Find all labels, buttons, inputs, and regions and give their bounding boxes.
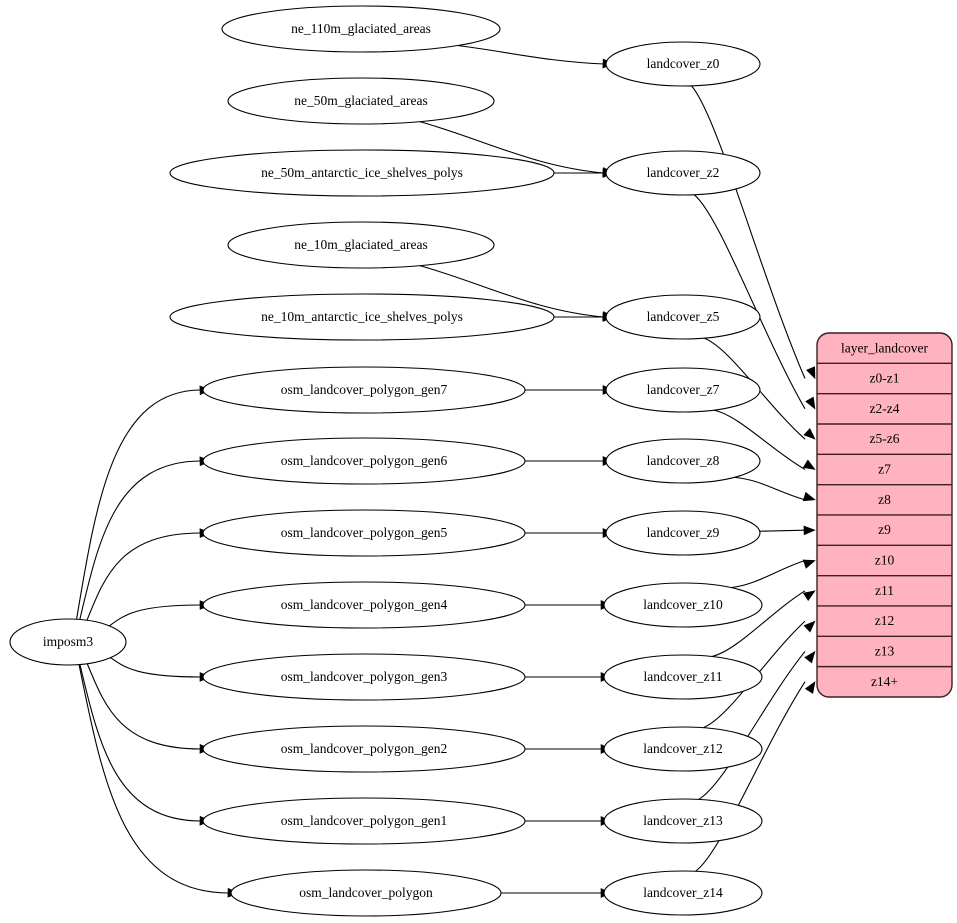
table-row-z10: z10 xyxy=(875,553,895,568)
osm-table-node-osm_landcover_polygon_gen5[interactable]: osm_landcover_polygon_gen5 xyxy=(202,509,526,557)
edge-ne_10m_antarctic_ice_shelves_polys-to-landcover_z5 xyxy=(554,312,615,322)
node-label: imposm3 xyxy=(43,634,94,649)
landcover-view-node-landcover_z9[interactable]: landcover_z9 xyxy=(605,510,761,556)
node-label: ne_10m_glaciated_areas xyxy=(294,237,427,252)
edge-osm_landcover_polygon_gen4-to-landcover_z10 xyxy=(525,600,613,610)
edge-imposm3-to-osm_landcover_polygon_gen1 xyxy=(79,664,212,826)
edge-landcover_z7-to-layer_landcover:z7 xyxy=(713,409,816,470)
node-label: landcover_z7 xyxy=(647,382,720,397)
edge-landcover_z2-to-layer_landcover:z2-z4 xyxy=(693,194,816,410)
node-label: osm_landcover_polygon_gen2 xyxy=(281,741,447,756)
natural-earth-node-ne_10m_antarctic_ice_shelves_polys[interactable]: ne_10m_antarctic_ice_shelves_polys xyxy=(169,293,555,341)
landcover-view-node-landcover_z14[interactable]: landcover_z14 xyxy=(603,870,763,916)
edge-osm_landcover_polygon-to-landcover_z14 xyxy=(501,888,613,898)
source-node-imposm3[interactable]: imposm3 xyxy=(9,618,127,666)
layer-landcover-record[interactable]: layer_landcover z0-z1 z2-z4 z5-z6 z7 z8 z9 z10 z… xyxy=(816,332,953,698)
node-label: landcover_z10 xyxy=(643,597,723,612)
osm-table-node-osm_landcover_polygon_gen7[interactable]: osm_landcover_polygon_gen7 xyxy=(202,366,526,414)
node-label: osm_landcover_polygon_gen1 xyxy=(281,813,447,828)
landcover-view-node-landcover_z7[interactable]: landcover_z7 xyxy=(605,367,761,413)
table-row-z7: z7 xyxy=(878,462,891,477)
edge-landcover_z8-to-layer_landcover:z8 xyxy=(734,476,816,502)
landcover-view-node-landcover_z10[interactable]: landcover_z10 xyxy=(603,582,763,628)
edge-imposm3-to-osm_landcover_polygon_gen5 xyxy=(86,528,212,621)
node-label: ne_50m_glaciated_areas xyxy=(294,93,427,108)
landcover-view-node-landcover_z8[interactable]: landcover_z8 xyxy=(605,438,761,484)
table-title: layer_landcover xyxy=(841,340,928,355)
edge-osm_landcover_polygon_gen3-to-landcover_z11 xyxy=(525,672,613,682)
osm-table-node-osm_landcover_polygon_gen3[interactable]: osm_landcover_polygon_gen3 xyxy=(202,653,526,701)
table-row-z8: z8 xyxy=(878,492,891,507)
edge-landcover_z0-to-layer_landcover:z0-z1 xyxy=(691,85,816,380)
edge-imposm3-to-osm_landcover_polygon_gen6 xyxy=(79,456,212,620)
edge-osm_landcover_polygon_gen7-to-landcover_z7 xyxy=(525,385,615,395)
edge-landcover_z11-to-layer_landcover:z11 xyxy=(711,590,816,658)
osm-table-node-osm_landcover_polygon_gen1[interactable]: osm_landcover_polygon_gen1 xyxy=(202,797,526,845)
edge-osm_landcover_polygon_gen5-to-landcover_z9 xyxy=(525,528,615,538)
table-row-z13: z13 xyxy=(875,644,895,659)
edge-layer xyxy=(76,44,816,898)
node-label: osm_landcover_polygon_gen6 xyxy=(281,453,448,468)
edge-osm_landcover_polygon_gen6-to-landcover_z8 xyxy=(525,456,615,466)
table-row-z9: z9 xyxy=(878,522,891,537)
edge-ne_50m_antarctic_ice_shelves_polys-to-landcover_z2 xyxy=(554,168,615,178)
natural-earth-node-ne_110m_glaciated_areas[interactable]: ne_110m_glaciated_areas xyxy=(221,5,501,53)
edge-osm_landcover_polygon_gen1-to-landcover_z13 xyxy=(525,816,613,826)
node-label: osm_landcover_polygon xyxy=(299,885,433,900)
node-label: osm_landcover_polygon_gen3 xyxy=(281,669,448,684)
landcover-view-node-landcover_z12[interactable]: landcover_z12 xyxy=(603,726,763,772)
landcover-view-node-landcover_z5[interactable]: landcover_z5 xyxy=(605,294,761,340)
osm-table-node-osm_landcover_polygon[interactable]: osm_landcover_polygon xyxy=(230,869,502,917)
node-label: landcover_z2 xyxy=(647,165,720,180)
table-row-z11: z11 xyxy=(875,583,894,598)
edge-landcover_z10-to-layer_landcover:z10 xyxy=(730,559,816,589)
node-label: ne_50m_antarctic_ice_shelves_polys xyxy=(261,165,463,180)
edge-ne_110m_glaciated_areas-to-landcover_z0 xyxy=(457,44,615,69)
node-label: landcover_z13 xyxy=(643,813,723,828)
node-label: osm_landcover_polygon_gen4 xyxy=(281,597,448,612)
table-row-z2-z4: z2-z4 xyxy=(870,401,900,416)
landcover-view-node-landcover_z11[interactable]: landcover_z11 xyxy=(603,654,763,700)
osm-table-node-osm_landcover_polygon_gen6[interactable]: osm_landcover_polygon_gen6 xyxy=(202,437,526,485)
edge-landcover_z9-to-layer_landcover:z9 xyxy=(759,525,816,536)
node-label: osm_landcover_polygon_gen7 xyxy=(281,382,448,397)
table-row-z14+: z14+ xyxy=(871,674,898,689)
table-row-z5-z6: z5-z6 xyxy=(870,431,900,446)
node-label: landcover_z5 xyxy=(647,309,720,324)
node-label: landcover_z9 xyxy=(647,525,720,540)
node-label: ne_10m_antarctic_ice_shelves_polys xyxy=(261,309,463,324)
node-label: landcover_z14 xyxy=(643,885,723,900)
landcover-view-node-landcover_z13[interactable]: landcover_z13 xyxy=(603,798,763,844)
natural-earth-node-ne_50m_glaciated_areas[interactable]: ne_50m_glaciated_areas xyxy=(227,77,495,125)
node-label: ne_110m_glaciated_areas xyxy=(291,21,431,36)
node-label: landcover_z8 xyxy=(647,453,720,468)
edge-imposm3-to-osm_landcover_polygon_gen4 xyxy=(109,600,212,627)
landcover-view-node-landcover_z2[interactable]: landcover_z2 xyxy=(605,150,761,196)
layer-landcover-table: layer_landcover z0-z1 z2-z4 z5-z6 z7 z8 z9 z10 z… xyxy=(816,332,953,698)
table-row-z12: z12 xyxy=(875,613,895,628)
node-label: landcover_z12 xyxy=(643,741,722,756)
edge-landcover_z14-to-layer_landcover:z14+ xyxy=(695,681,816,872)
node-label: osm_landcover_polygon_gen5 xyxy=(281,525,448,540)
osm-table-node-osm_landcover_polygon_gen4[interactable]: osm_landcover_polygon_gen4 xyxy=(202,581,526,629)
edge-osm_landcover_polygon_gen2-to-landcover_z12 xyxy=(525,744,613,754)
natural-earth-node-ne_50m_antarctic_ice_shelves_polys[interactable]: ne_50m_antarctic_ice_shelves_polys xyxy=(169,149,555,197)
landcover-view-node-landcover_z0[interactable]: landcover_z0 xyxy=(605,41,761,87)
table-row-z0-z1: z0-z1 xyxy=(870,371,900,386)
node-label: landcover_z11 xyxy=(644,669,723,684)
osm-table-node-osm_landcover_polygon_gen2[interactable]: osm_landcover_polygon_gen2 xyxy=(202,725,526,773)
natural-earth-node-ne_10m_glaciated_areas[interactable]: ne_10m_glaciated_areas xyxy=(227,221,495,269)
edge-imposm3-to-osm_landcover_polygon_gen7 xyxy=(76,385,212,620)
node-label: landcover_z0 xyxy=(647,56,720,71)
node-layer: imposm3 ne_110m_glaciated_areas ne_50m_gla… xyxy=(9,5,763,917)
edge-imposm3-to-osm_landcover_polygon_gen3 xyxy=(110,657,212,682)
